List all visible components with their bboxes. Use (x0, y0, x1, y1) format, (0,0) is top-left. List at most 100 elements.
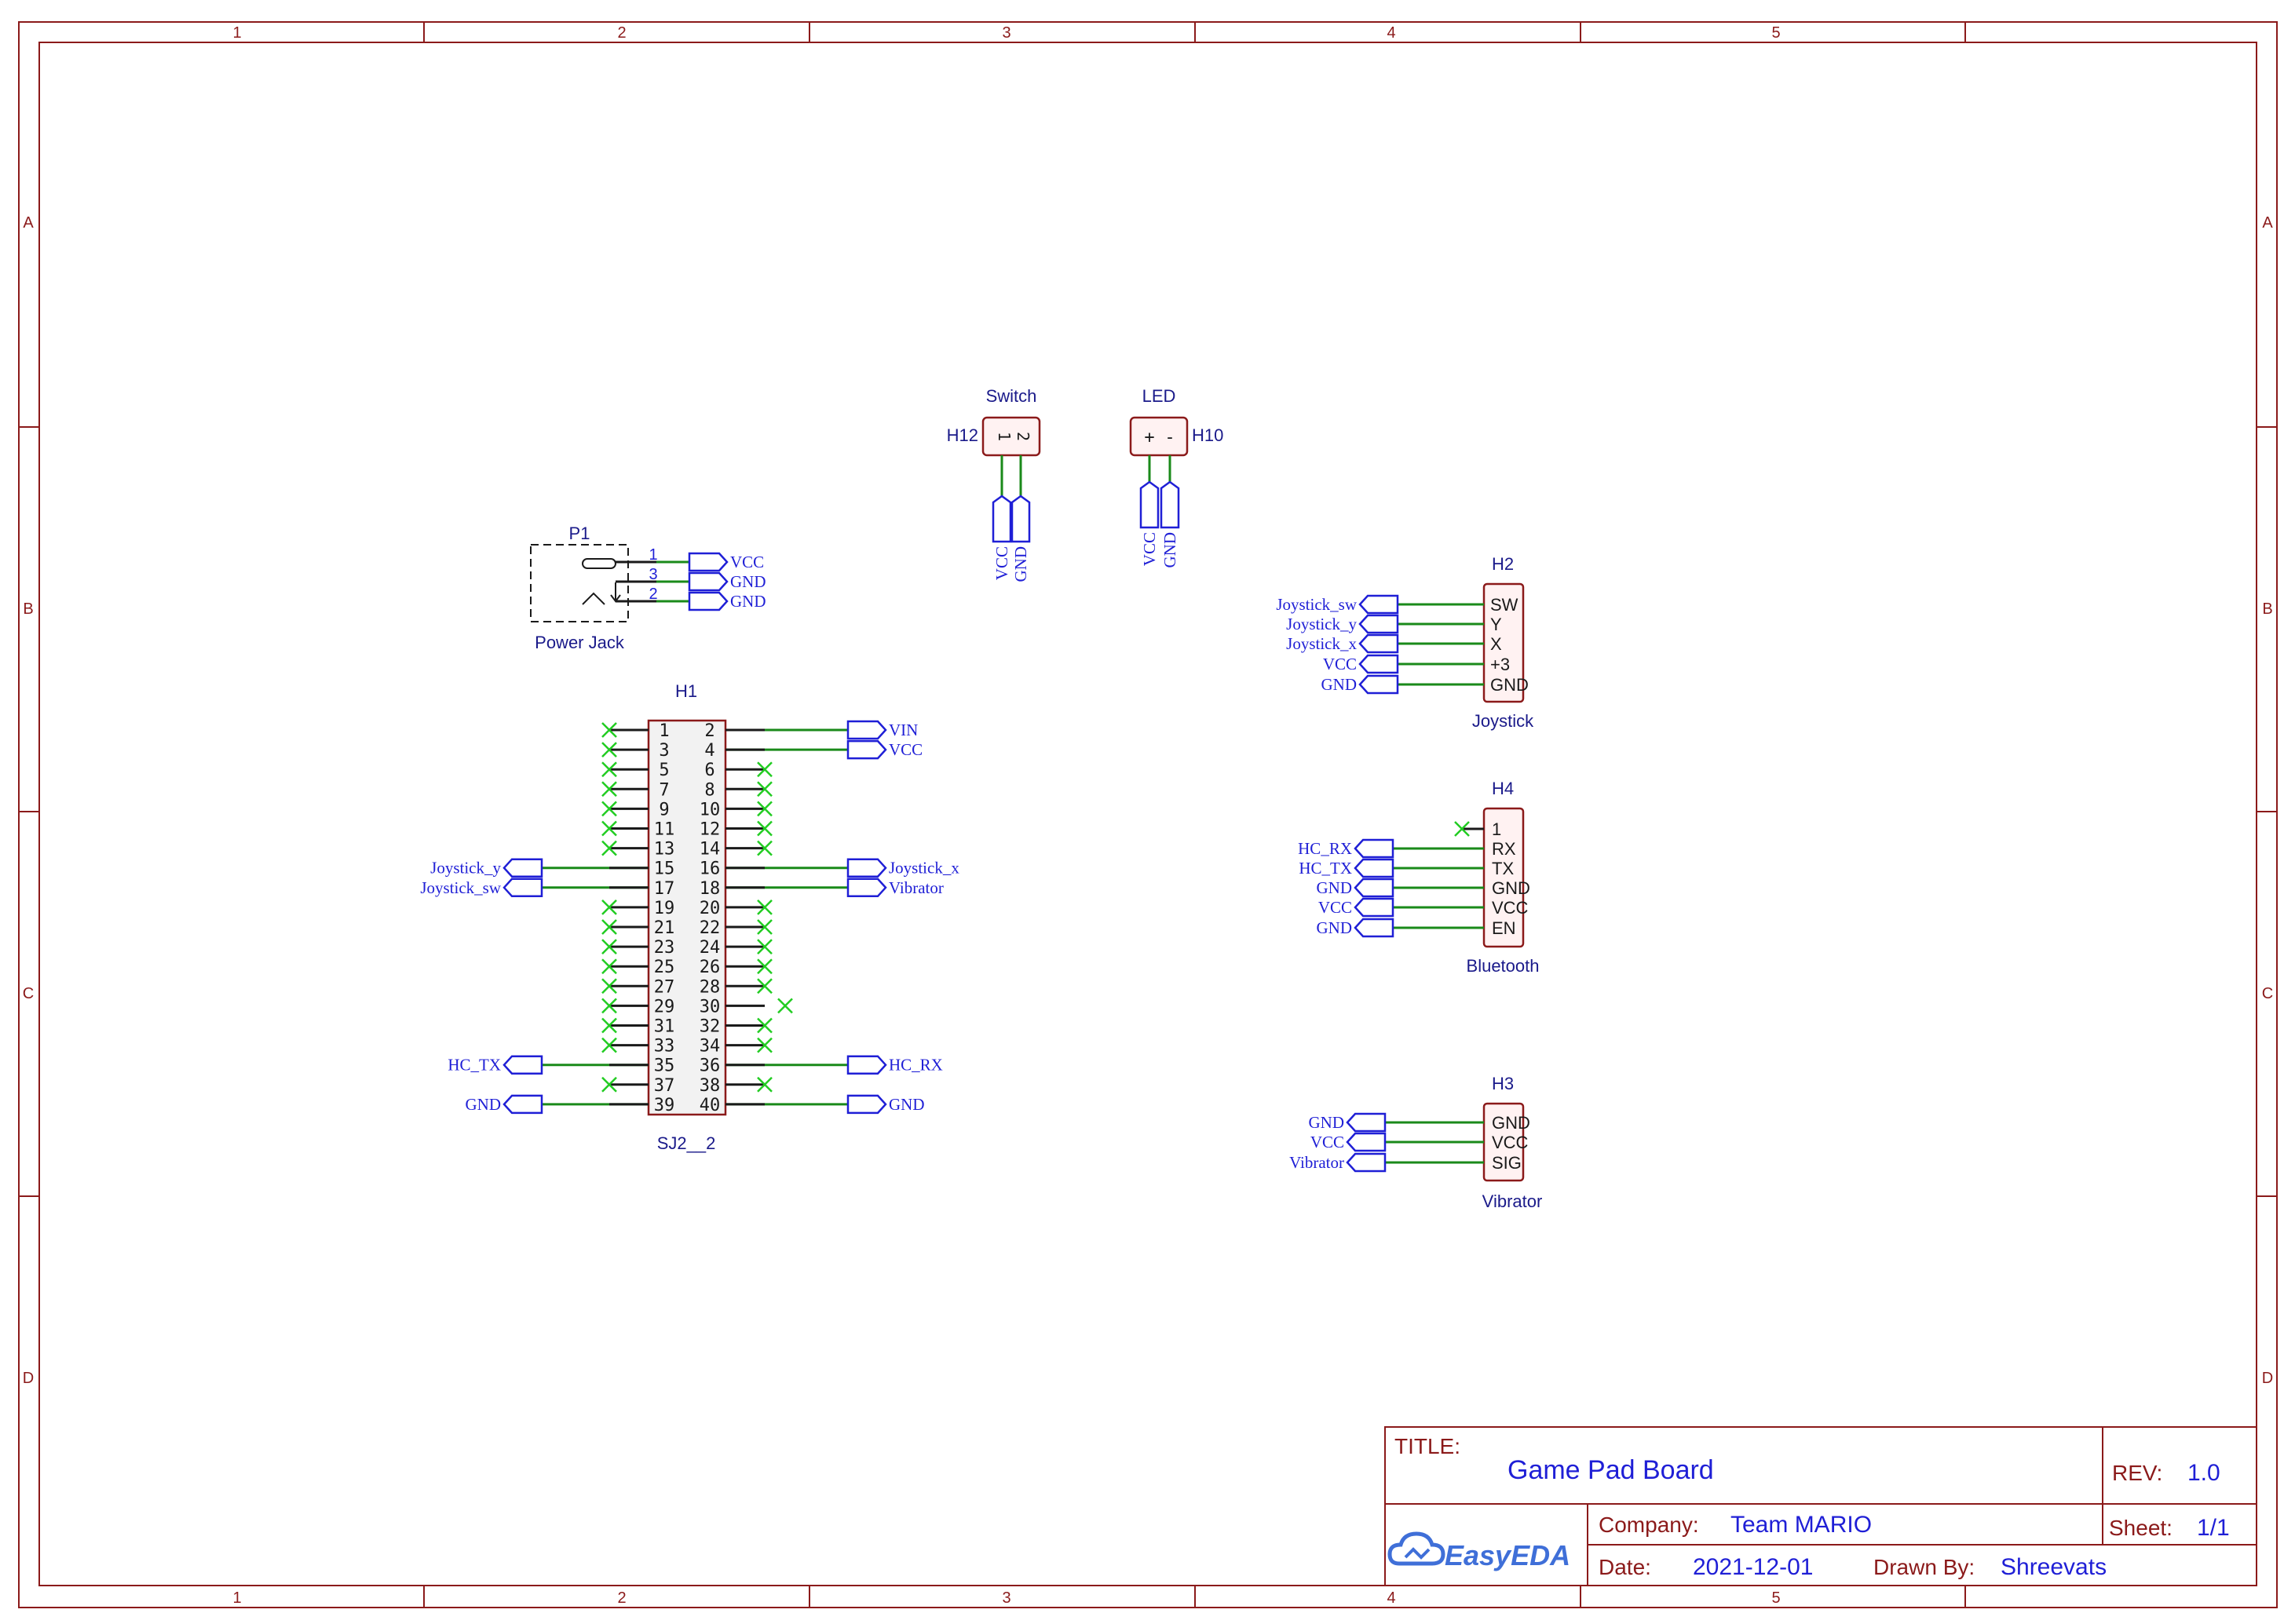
header-pin-23-no-connect (601, 939, 617, 954)
header-pin-2: 2 (704, 721, 714, 741)
switch-net-vcc-flag (992, 494, 1012, 543)
header-pin-26: 26 (700, 958, 721, 977)
bluetooth-pin1-no-connect (1454, 821, 1470, 837)
header-pin-22: 22 (700, 918, 721, 938)
header-pin-19-no-connect (601, 900, 617, 915)
header-pin-35: 35 (654, 1057, 675, 1076)
header-pin-8: 8 (704, 780, 714, 800)
header-net-hc-tx-flag (502, 1055, 543, 1075)
header-pin-27-no-connect (601, 978, 617, 994)
led-ref: H10 (1192, 425, 1223, 445)
header-pin-4: 4 (704, 741, 714, 761)
power-jack-net-gnd-label: GND (730, 592, 766, 611)
header-pin-25-no-connect (601, 958, 617, 975)
sheet-value: 1/1 (2197, 1515, 2230, 1541)
joystick-ref: H2 (1492, 554, 1514, 574)
header-pin-1-no-connect (601, 722, 617, 738)
joystick-name: Joystick (1472, 711, 1534, 731)
vibrator-net-gnd-label: GND (1309, 1113, 1345, 1132)
vibrator-net-vcc-flag (1346, 1132, 1387, 1152)
header-pin-30-no-connect (777, 998, 793, 1014)
led-pin-plus: + (1144, 428, 1154, 447)
header-pin-1: 1 (659, 721, 669, 741)
header-pin-24: 24 (700, 938, 721, 958)
header-pin-37: 37 (654, 1076, 675, 1096)
switch-ref: H12 (947, 425, 978, 445)
header-net-vin-flag (846, 720, 887, 740)
led-net-vcc-flag (1139, 480, 1160, 529)
power-jack-net-vcc-flag (688, 552, 729, 572)
header-pin-36: 36 (700, 1057, 721, 1076)
title-label: TITLE: (1394, 1434, 1460, 1458)
frame-col-label-bottom: 1 (232, 1589, 241, 1607)
header-pin-6: 6 (704, 761, 714, 780)
header-net-vcc-label: VCC (889, 740, 923, 759)
frame-col-label-top: 2 (617, 24, 626, 42)
vibrator-pin-gnd: GND (1492, 1113, 1530, 1133)
header-body (647, 719, 727, 1116)
vibrator-name: Vibrator (1482, 1192, 1543, 1211)
bluetooth-net-gnd-label: GND (1317, 918, 1353, 937)
header-net-gnd-label: GND (466, 1095, 502, 1114)
joystick-net-joystick-y-flag (1358, 614, 1399, 634)
header-pin-30: 30 (700, 997, 721, 1016)
header-pin-16: 16 (700, 859, 721, 879)
bluetooth-pin-gnd: GND (1492, 878, 1530, 898)
bluetooth-net-hc-rx-label: HC_RX (1298, 839, 1352, 858)
frame-row-label-left: A (23, 214, 34, 232)
bluetooth-net-hc-tx-label: HC_TX (1299, 859, 1352, 878)
header-net-vibrator-label: Vibrator (889, 878, 944, 897)
header-net-joystick-sw-flag (502, 878, 543, 898)
vibrator-net-vibrator-flag (1346, 1152, 1387, 1173)
header-pin-28: 28 (700, 977, 721, 997)
vibrator-net-gnd-flag (1346, 1112, 1387, 1133)
bluetooth-pin-1: 1 (1492, 819, 1501, 839)
header-net-gnd-flag (502, 1094, 543, 1115)
joystick-net-vcc-label: VCC (1323, 655, 1357, 673)
header-net-gnd-flag (846, 1094, 887, 1115)
header-pin-32: 32 (700, 1017, 721, 1037)
frame-col-label-bottom: 2 (617, 1589, 626, 1607)
header-h1-part: H1 SJ2__2 (647, 681, 727, 1153)
header-pin-7-no-connect (601, 781, 617, 797)
power-jack-body (530, 544, 629, 622)
header-pin-37-no-connect (601, 1076, 617, 1093)
frame-row-label-right: C (2262, 985, 2273, 1002)
header-net-joystick-x-flag (846, 858, 887, 878)
header-pin-18: 18 (700, 879, 721, 899)
header-net-hc-tx-label: HC_TX (448, 1056, 501, 1075)
joystick-net-gnd-label: GND (1321, 675, 1358, 694)
header-net-vcc-flag (846, 739, 887, 760)
power-jack-net-gnd-flag (688, 571, 729, 592)
frame-row-label-right: A (2262, 214, 2273, 232)
bluetooth-pin-rx: RX (1492, 839, 1516, 859)
switch-name: Switch (986, 386, 1037, 406)
header-pin-21-no-connect (601, 919, 617, 935)
bluetooth-pin-tx: TX (1492, 859, 1514, 878)
header-pin-17: 17 (654, 879, 675, 899)
header-pin-40: 40 (700, 1096, 721, 1115)
joystick-pin-sw: SW (1490, 595, 1518, 615)
joystick-net-joystick-sw-label: Joystick_sw (1276, 595, 1358, 614)
date-value: 2021-12-01 (1693, 1554, 1813, 1580)
header-net-joystick-y-flag (502, 858, 543, 878)
rev-label: REV: (2112, 1461, 2162, 1485)
header-pin-5: 5 (659, 761, 669, 780)
switch-pin-2: 2 (1014, 432, 1032, 441)
header-pin-32-no-connect (757, 1017, 773, 1034)
header-pin-3-no-connect (601, 742, 617, 757)
power-jack-pin-number: 2 (649, 586, 657, 603)
led-body (1129, 416, 1189, 457)
header-pin-12: 12 (700, 820, 721, 840)
joystick-pin-gnd: GND (1490, 675, 1529, 695)
header-pin-13-no-connect (601, 840, 617, 856)
power-jack-part: P1 Power Jack (530, 524, 629, 652)
bluetooth-name: Bluetooth (1467, 956, 1540, 976)
frame-row-label-right: D (2262, 1370, 2273, 1387)
sheet-label: Sheet: (2109, 1516, 2173, 1540)
joystick-pin-x: X (1490, 634, 1502, 654)
bluetooth-net-gnd-flag (1354, 878, 1394, 898)
joystick-pin-y: Y (1490, 615, 1502, 634)
joystick-net-gnd-flag (1358, 674, 1399, 695)
